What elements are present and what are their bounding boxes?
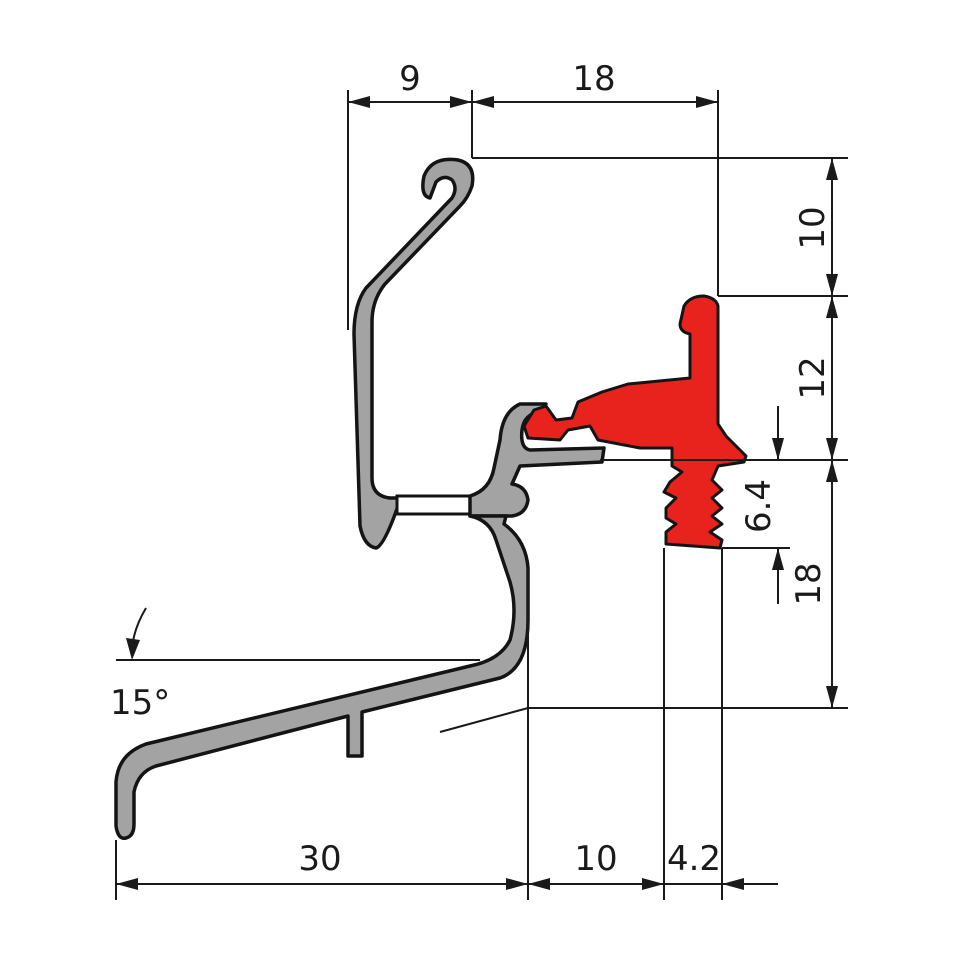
- gasket-body: [522, 294, 748, 550]
- dim-label-right-lower: 18: [789, 562, 829, 605]
- profile-upper-arm: [352, 157, 522, 550]
- dim-label-bottom-left: 30: [298, 839, 341, 879]
- dim-label-top-left: 9: [399, 59, 421, 99]
- profile-bridge: [395, 494, 472, 516]
- dimension-labels: 9 18 10 12 18 6.4 15° 30 10 4.2: [110, 59, 833, 879]
- dim-label-bottom-right: 4.2: [667, 839, 721, 879]
- dim-label-right-middle: 12: [793, 356, 833, 399]
- dim-label-angle: 15°: [110, 683, 170, 723]
- dim-label-bottom-middle: 10: [574, 839, 617, 879]
- gasket: [522, 294, 748, 550]
- profile-gasket-carrier: [468, 402, 606, 518]
- dim-label-seal: 6.4: [739, 479, 779, 533]
- dimension-lines: [116, 96, 838, 890]
- aluminium-profile: [114, 157, 606, 840]
- dim-label-top-right: 18: [572, 59, 615, 99]
- dim-label-right-upper: 10: [793, 206, 833, 249]
- profile-lower-sill: [114, 514, 530, 840]
